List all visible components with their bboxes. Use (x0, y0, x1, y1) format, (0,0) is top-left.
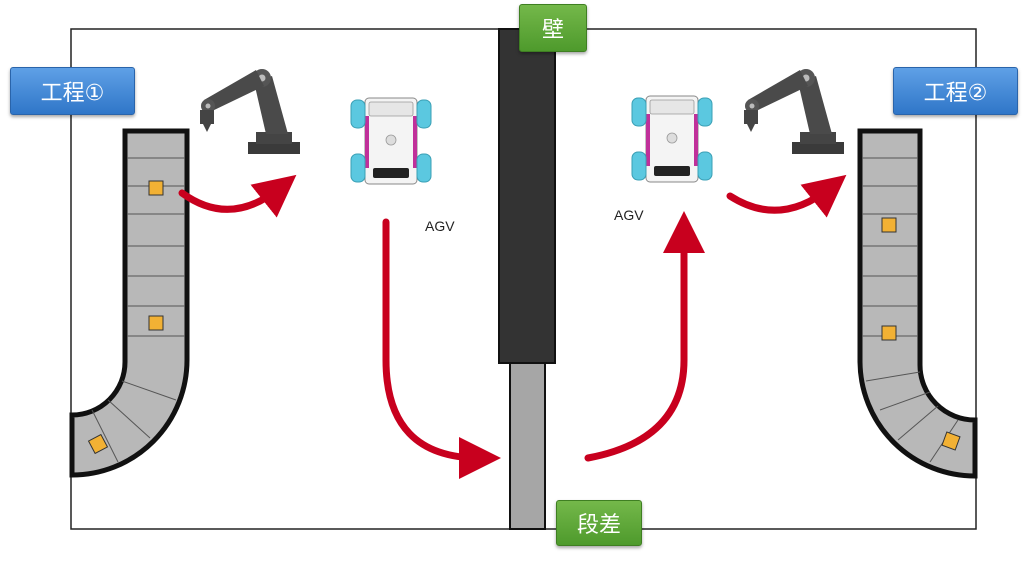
item-box (881, 217, 897, 233)
wall (498, 28, 556, 364)
item-box (881, 325, 897, 341)
arrow-icon (178, 174, 297, 218)
process2-label: 工程② (893, 67, 1018, 115)
arrow-icon (382, 218, 501, 479)
arrow-icon (726, 174, 847, 218)
item-box (941, 431, 961, 451)
item-box (87, 433, 109, 455)
item-box (148, 180, 164, 196)
agv-label: AGV (425, 218, 455, 234)
conveyor-right (857, 128, 978, 479)
process1-label: 工程① (10, 67, 135, 115)
step-label: 段差 (556, 500, 642, 546)
wall-label: 壁 (519, 4, 587, 52)
arrow-icon (584, 211, 705, 462)
conveyor-left (69, 128, 190, 478)
agv-label: AGV (614, 207, 644, 223)
item-box (148, 315, 164, 331)
step (509, 362, 546, 530)
